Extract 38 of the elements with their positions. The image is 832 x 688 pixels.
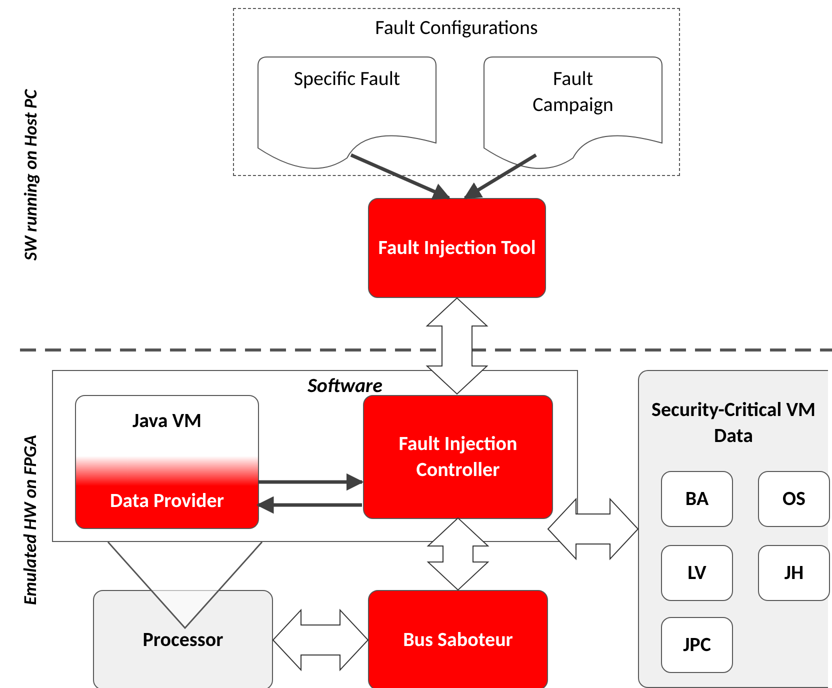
group-title: Fault Configurations <box>375 15 538 41</box>
component-box <box>638 370 828 688</box>
process-box <box>363 395 553 519</box>
box-label: OS <box>782 486 806 512</box>
component-label: Processor <box>142 627 224 653</box>
component-label: Security-Critical VM Data <box>650 397 816 449</box>
data-box <box>758 545 830 601</box>
callout-box <box>52 370 578 542</box>
process-box <box>368 198 546 298</box>
box-label: Bus Saboteur <box>402 627 514 653</box>
arrow <box>258 473 364 491</box>
data-box <box>661 617 733 673</box>
block-arrow <box>547 498 639 560</box>
document-label: Specific Fault <box>292 66 402 92</box>
section-label: SW running on Host PC <box>18 90 41 260</box>
box-label: LV <box>688 560 706 586</box>
data-box <box>661 471 733 527</box>
box-label: JPC <box>683 632 711 658</box>
component-part-label: Data Provider <box>110 488 224 514</box>
box-label: Fault Injection Tool <box>377 235 537 261</box>
block-arrow <box>426 297 488 395</box>
process-box <box>368 590 548 688</box>
data-box <box>661 545 733 601</box>
dashed-group-box <box>233 8 680 176</box>
callout-title: Software <box>308 373 382 399</box>
document-label: Fault Campaign <box>532 66 614 118</box>
box-label: BA <box>685 486 709 512</box>
component-box <box>75 395 259 529</box>
arrow <box>350 153 451 200</box>
component-title: Java VM <box>132 408 202 434</box>
component-box <box>93 590 273 688</box>
block-arrow <box>272 608 369 672</box>
box-label: Fault Injection Controller <box>398 431 518 483</box>
block-arrow <box>426 517 490 591</box>
data-box <box>758 471 830 527</box>
section-label: Emulated HW on FPGA <box>19 434 42 606</box>
arrow <box>256 496 362 514</box>
box-label: JH <box>784 560 804 586</box>
